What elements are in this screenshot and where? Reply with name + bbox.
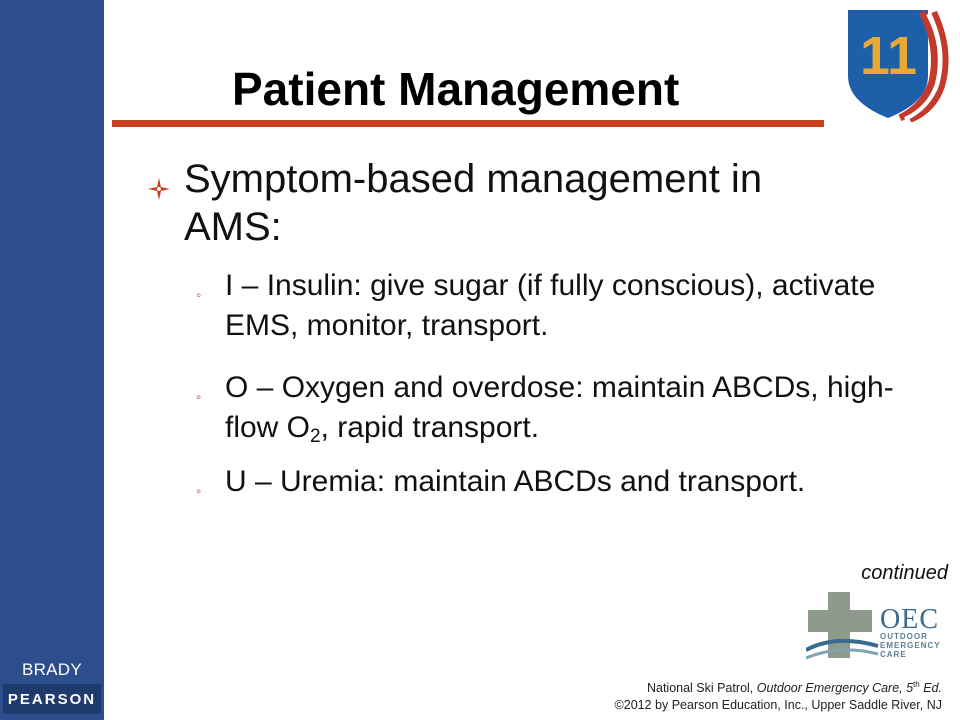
- chapter-badge-icon: 11: [848, 10, 949, 122]
- sub-item-text-part: O – Oxygen and overdose: maintain ABCDs,…: [225, 371, 894, 444]
- oec-logo-icon: [806, 592, 879, 660]
- subscript-two: 2: [310, 426, 321, 447]
- pearson-logo: PEARSON: [3, 684, 101, 714]
- citation-book-title: Outdoor Emergency Care, 5: [756, 681, 914, 696]
- citation-edition-sup: th: [913, 680, 920, 689]
- circle-bullet-icon: ◦: [196, 389, 202, 406]
- star-bullet-icon: [148, 178, 170, 200]
- citation-edition-suffix: Ed.: [919, 681, 942, 696]
- title-underline: [112, 120, 824, 127]
- sub-item-insulin: ◦ I – Insulin: give sugar (if fully cons…: [196, 266, 896, 346]
- sub-item-text: U – Uremia: maintain ABCDs and transport…: [225, 465, 806, 498]
- oec-logo-word: OEC: [880, 604, 939, 635]
- slide-title: Patient Management: [232, 63, 680, 115]
- left-sidebar: [0, 0, 104, 720]
- oec-logo-subtitle: OUTDOOR EMERGENCY CARE: [880, 632, 941, 659]
- sub-item-oxygen: ◦ O – Oxygen and overdose: maintain ABCD…: [196, 368, 896, 448]
- citation-line-1: National Ski Patrol, Outdoor Emergency C…: [615, 676, 942, 697]
- badge-number: 11: [860, 26, 917, 86]
- sub-item-uremia: ◦ U – Uremia: maintain ABCDs and transpo…: [196, 462, 896, 502]
- sub-item-text-part: , rapid transport.: [320, 411, 540, 444]
- citation-line-2: ©2012 by Pearson Education, Inc., Upper …: [614, 698, 942, 713]
- continued-label: continued: [861, 562, 948, 584]
- brady-label: BRADY: [21, 660, 83, 679]
- main-bullet-text: Symptom-based management in AMS:: [184, 157, 763, 249]
- citation-footer: National Ski Patrol, Outdoor Emergency C…: [615, 676, 942, 714]
- circle-bullet-icon: ◦: [196, 287, 202, 304]
- citation-prefix: National Ski Patrol,: [646, 681, 757, 696]
- sub-item-text: O – Oxygen and overdose: maintain ABCDs,…: [225, 368, 896, 448]
- sub-item-text: I – Insulin: give sugar (if fully consci…: [225, 269, 876, 342]
- circle-bullet-icon: ◦: [196, 483, 202, 500]
